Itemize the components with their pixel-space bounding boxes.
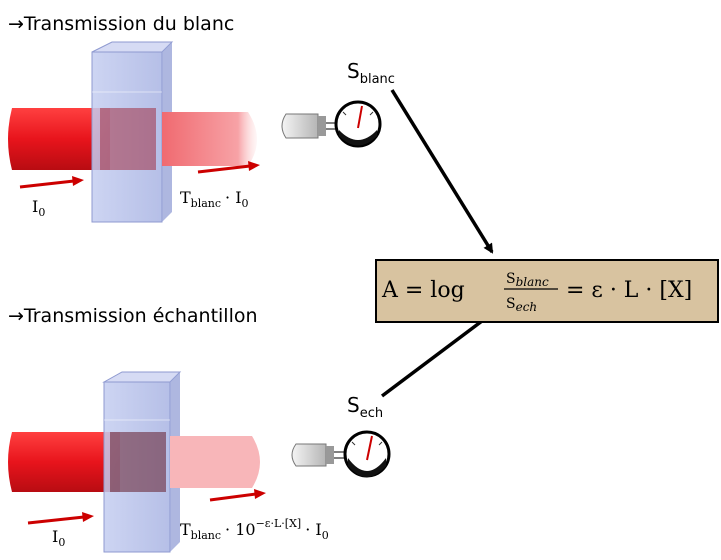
sample-output-label: Tblanc· 10−ε·L·[X]· I0 [180,517,329,542]
sample-output-arrow [209,489,266,502]
blank-meter-icon [334,100,382,148]
sample-cuvette [102,371,182,553]
sample-section-title: →Transmission échantillon [8,305,258,327]
blank-detector-bulb [281,113,338,139]
sample-section: →Transmission échantillon I0 Tblanc· 10−… [8,305,391,553]
blank-incident-label: I0 [32,197,45,219]
sample-detector-bulb [291,443,346,467]
signal-sample-label: Sech [347,393,383,421]
blank-output-label: Tblanc· I0 [180,188,249,210]
sample-incident-beam [8,432,120,492]
absorbance-formula-box: A = log Sblanc Sech = ε · L · [X] [375,259,719,323]
formula-lhs: A = log [381,278,465,303]
formula-rhs: = ε · L · [X] [566,278,692,303]
blank-section: →Transmission du blanc I0 Tblanc· I0 [8,13,395,223]
sample-signal-arrow [380,310,496,398]
sample-output-beam [170,436,260,488]
blank-section-title: →Transmission du blanc [8,13,234,35]
blank-output-beam [162,112,257,166]
blank-incident-beam [8,108,110,170]
blank-signal-arrow [390,89,494,254]
signal-blank-label: Sblanc [347,59,395,87]
sample-meter-icon [343,430,391,478]
sample-incident-label: I0 [52,527,65,549]
formula-numerator: Sblanc [506,271,549,289]
blank-output-arrow [197,161,260,174]
formula-denominator: Sech [506,296,537,314]
blank-cuvette [91,41,174,223]
sample-incident-arrow [27,512,94,525]
blank-incident-arrow [19,176,84,189]
